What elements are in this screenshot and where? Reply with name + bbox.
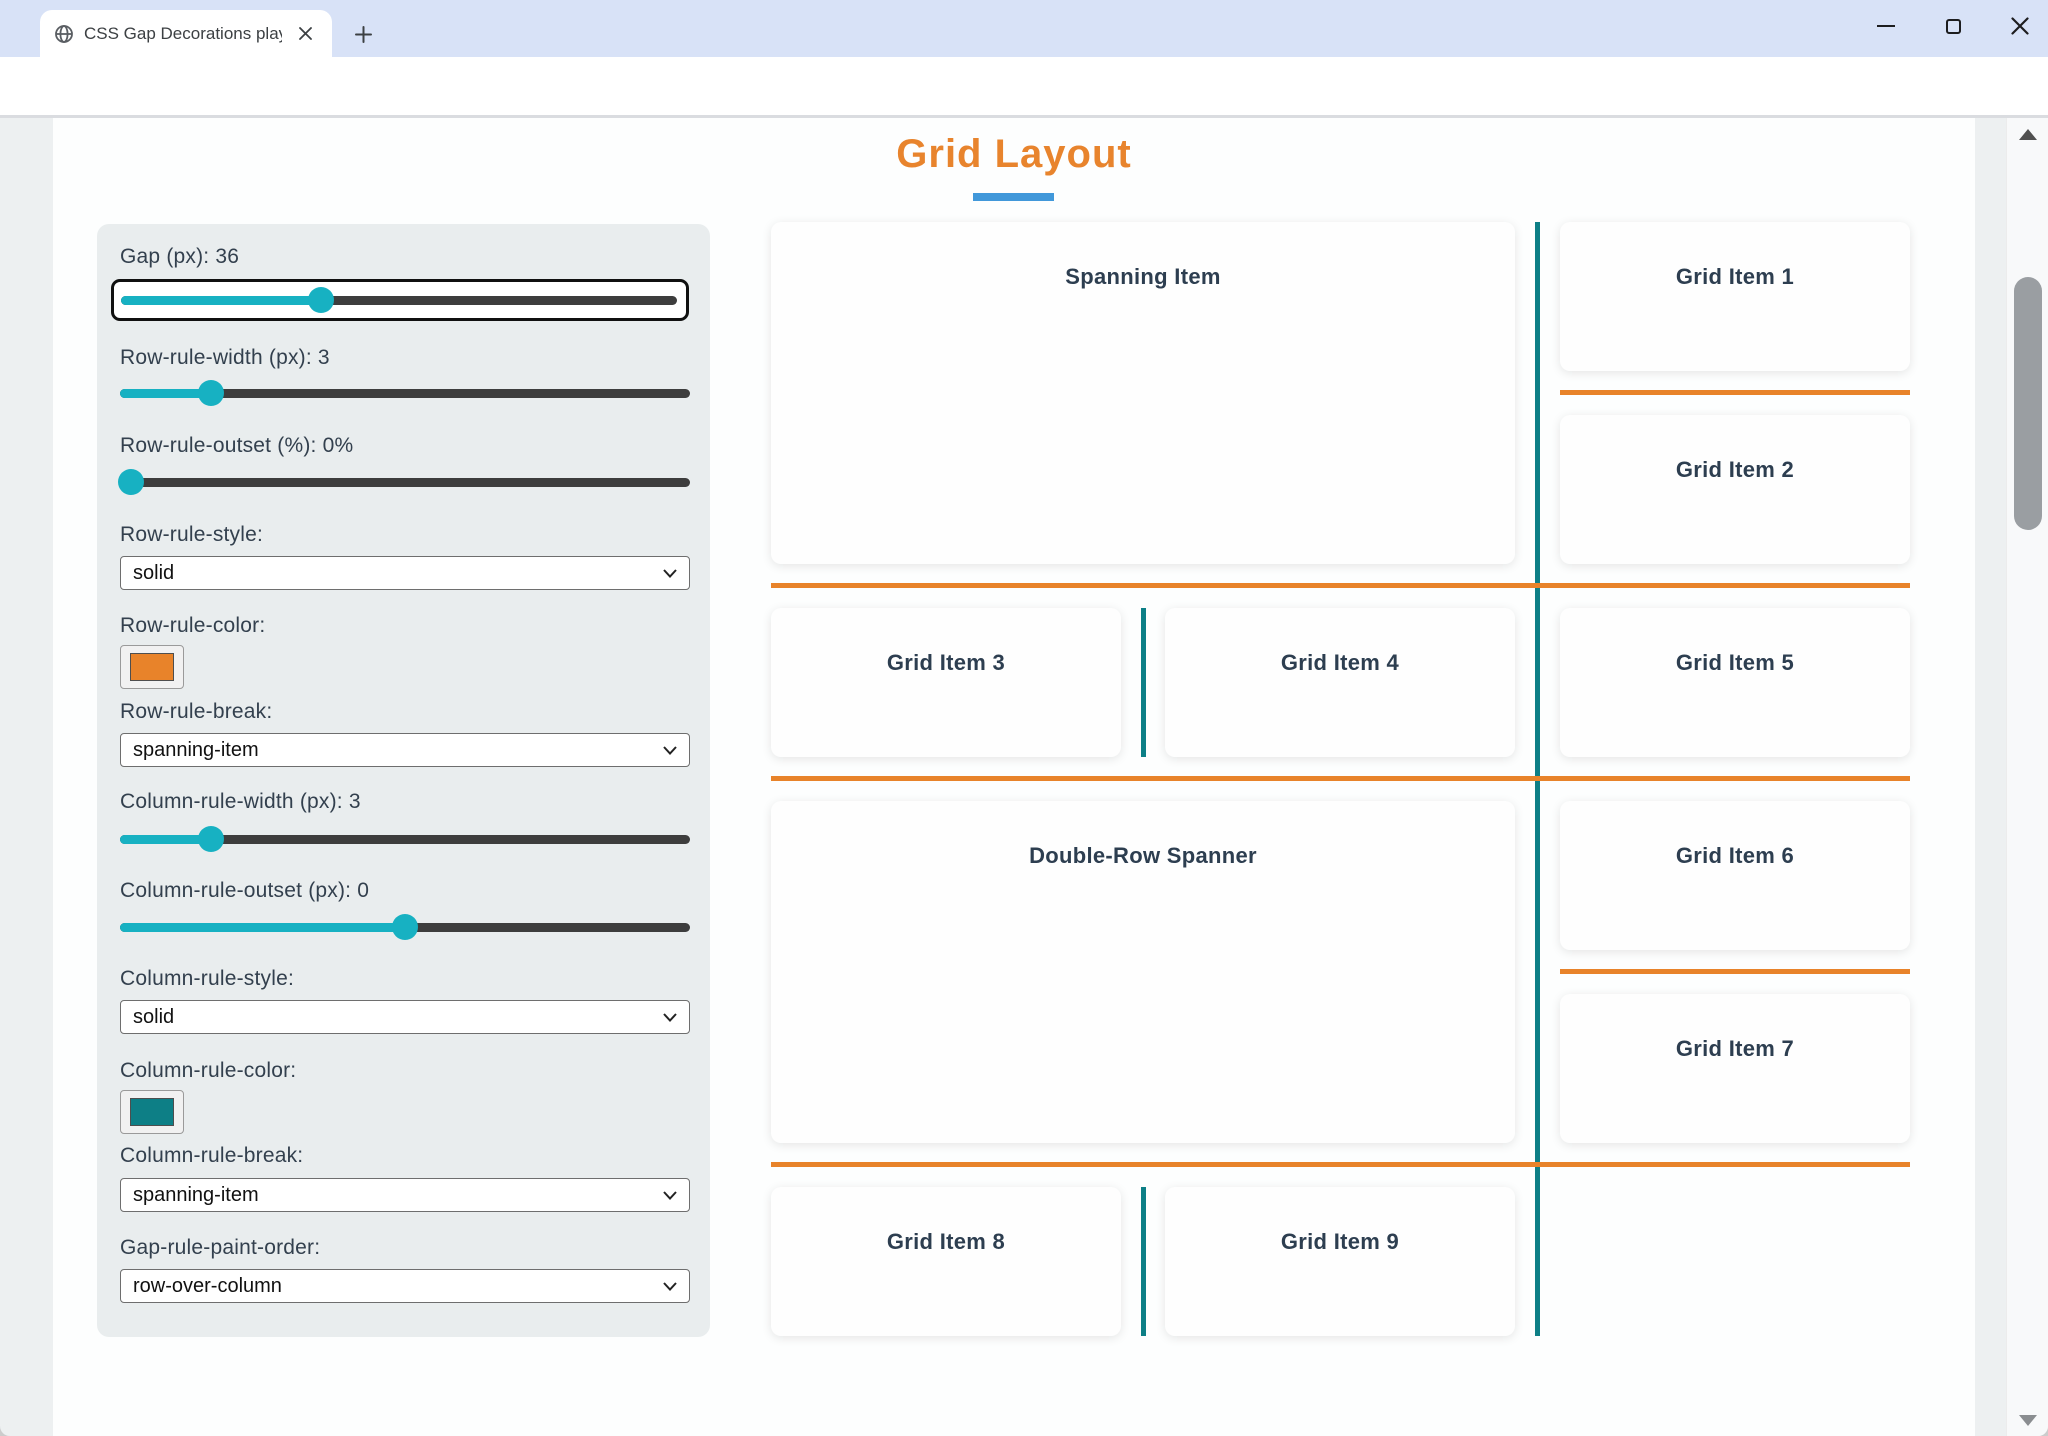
column-rule-break-select[interactable]: spanning-item (120, 1178, 690, 1212)
column-rule-break-label: Column-rule-break: (120, 1144, 304, 1167)
grid-demo: Spanning Item Grid Item 1 Grid Item 2 Gr… (771, 222, 1910, 1336)
page-scrollbar[interactable] (2006, 118, 2048, 1436)
grid-item-double-row-spanner: Double-Row Spanner (771, 801, 1515, 1143)
chevron-down-icon (663, 1190, 677, 1200)
column-rule-color-label: Column-rule-color: (120, 1059, 297, 1082)
row-rule-style-select[interactable]: solid (120, 556, 690, 590)
page-title: Grid Layout (896, 132, 1132, 176)
grid-item-5: Grid Item 5 (1560, 608, 1910, 757)
tab-title: CSS Gap Decorations playgroun (84, 23, 282, 43)
row-rule-full-c (771, 1162, 1910, 1167)
gap-slider-label: Gap (px): 36 (120, 245, 240, 268)
grid-item-3: Grid Item 3 (771, 608, 1121, 757)
title-underline (973, 193, 1054, 201)
row-rule-col3-b (1560, 969, 1910, 974)
grid-item-2: Grid Item 2 (1560, 415, 1910, 564)
grid-item-7: Grid Item 7 (1560, 994, 1910, 1143)
row-rule-full-a (771, 583, 1910, 588)
grid-item-1: Grid Item 1 (1560, 222, 1910, 371)
scrollbar-thumb[interactable] (2014, 277, 2042, 530)
column-rule-style-select[interactable]: solid (120, 1000, 690, 1034)
gap-rule-paint-order-value: row-over-column (133, 1274, 282, 1297)
controls-panel: Gap (px): 36 Row-rule-width (px): 3 Row-… (97, 224, 710, 1337)
page-viewport: Grid Layout Gap (px): 36 Row-rule-width … (0, 118, 2048, 1436)
gap-rule-paint-order-label: Gap-rule-paint-order: (120, 1236, 321, 1259)
column-rule-color-swatch (130, 1098, 174, 1126)
scrollbar-up-icon[interactable] (2015, 124, 2041, 144)
chevron-down-icon (663, 745, 677, 755)
row-rule-outset-label: Row-rule-outset (%): 0% (120, 434, 354, 457)
chevron-down-icon (663, 1281, 677, 1291)
row-rule-outset-slider[interactable] (118, 469, 690, 495)
column-rule-row6 (1141, 1187, 1146, 1336)
column-rule-style-value: solid (133, 1005, 175, 1028)
browser-tab[interactable]: CSS Gap Decorations playgroun (40, 10, 332, 57)
globe-favicon-icon (55, 24, 73, 43)
column-rule-style-label: Column-rule-style: (120, 967, 294, 990)
browser-titlebar: CSS Gap Decorations playgroun (0, 0, 2048, 57)
row-rule-full-b (771, 776, 1910, 781)
window-minimize-button[interactable] (1855, 0, 1917, 52)
row-rule-style-value: solid (133, 561, 175, 584)
window-maximize-button[interactable] (1922, 0, 1984, 52)
column-rule-break-value: spanning-item (133, 1183, 259, 1206)
grid-item-8: Grid Item 8 (771, 1187, 1121, 1336)
column-rule-outset-label: Column-rule-outset (px): 0 (120, 879, 370, 902)
toolbar-border (0, 115, 2048, 118)
row-rule-break-select[interactable]: spanning-item (120, 733, 690, 767)
row-rule-color-picker[interactable] (120, 645, 184, 689)
row-rule-width-slider[interactable] (120, 380, 690, 406)
column-rule-color-picker[interactable] (120, 1090, 184, 1134)
gap-rule-paint-order-select[interactable]: row-over-column (120, 1269, 690, 1303)
new-tab-button[interactable] (348, 19, 378, 49)
row-rule-style-label: Row-rule-style: (120, 523, 264, 546)
row-rule-color-label: Row-rule-color: (120, 614, 266, 637)
gap-slider[interactable] (121, 287, 677, 313)
row-rule-break-value: spanning-item (133, 738, 259, 761)
row-rule-col3-a (1560, 390, 1910, 395)
row-rule-color-swatch (130, 653, 174, 681)
grid-item-9: Grid Item 9 (1165, 1187, 1515, 1336)
grid-item-6: Grid Item 6 (1560, 801, 1910, 950)
browser-toolbar: microsoftedge.github.io/Demos/css-gap-de… (0, 57, 2048, 165)
column-rule-width-slider[interactable] (120, 826, 690, 852)
window-close-button[interactable] (1989, 0, 2048, 52)
row-rule-break-label: Row-rule-break: (120, 700, 273, 723)
column-rule-width-label: Column-rule-width (px): 3 (120, 790, 361, 813)
column-rule-outset-slider[interactable] (120, 914, 690, 940)
chevron-down-icon (663, 568, 677, 578)
tab-close-icon[interactable] (292, 21, 318, 47)
column-rule-row3 (1141, 608, 1146, 757)
grid-item-4: Grid Item 4 (1165, 608, 1515, 757)
row-rule-width-label: Row-rule-width (px): 3 (120, 346, 330, 369)
scrollbar-down-icon[interactable] (2015, 1410, 2041, 1430)
chevron-down-icon (663, 1012, 677, 1022)
gap-slider-focus-ring (111, 279, 689, 321)
page-content: Grid Layout Gap (px): 36 Row-rule-width … (53, 118, 1975, 1436)
grid-item-spanning: Spanning Item (771, 222, 1515, 564)
